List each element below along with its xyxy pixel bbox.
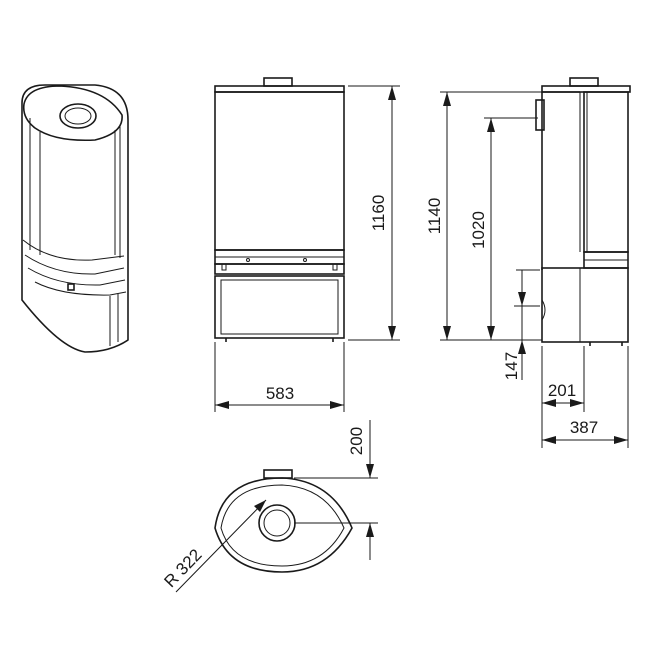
side-base-height-label: 147 (502, 352, 521, 380)
top-view: 200 R 322 (160, 420, 378, 593)
front-height-label: 1160 (369, 195, 388, 232)
top-offset-label: 200 (347, 427, 366, 455)
side-total-depth-label: 387 (570, 418, 598, 437)
side-total-height-label: 1140 (425, 198, 444, 235)
side-view: 1140 1020 147 201 387 (425, 77, 631, 448)
side-flue-depth-label: 201 (548, 381, 576, 400)
front-width-label: 583 (266, 384, 294, 403)
top-cover-shape (22, 85, 123, 142)
front-view: 1160 583 (214, 77, 400, 412)
flue-outlet-icon (59, 103, 97, 129)
side-flue-height-label: 1020 (469, 211, 488, 249)
perspective-view (21, 84, 129, 353)
